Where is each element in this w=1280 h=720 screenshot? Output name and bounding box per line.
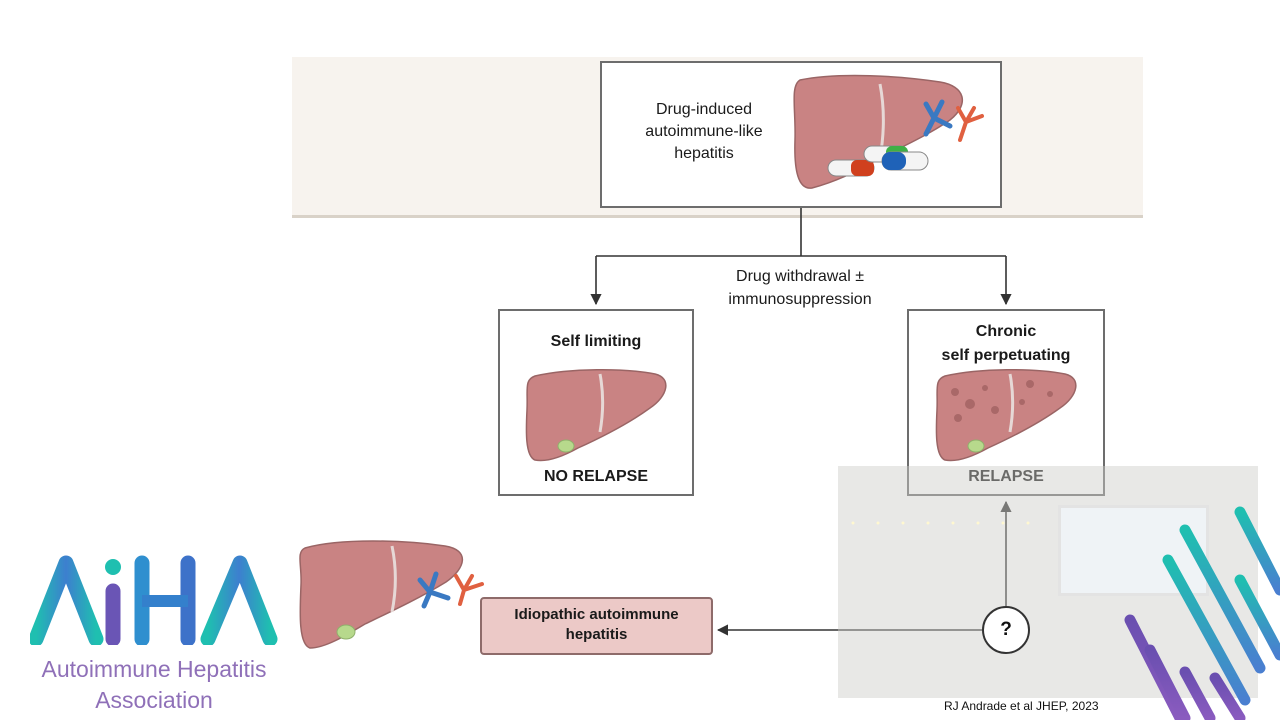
autoimmune-liver-icon <box>299 540 484 649</box>
citation: RJ Andrade et al JHEP, 2023 <box>944 699 1099 713</box>
idiopathic-aih-box: Idiopathic autoimmune hepatitis <box>480 597 713 655</box>
branch-label: Drug withdrawal ± immunosuppression <box>728 268 872 308</box>
relapse-label: RELAPSE <box>968 468 1044 485</box>
top-box-label: Drug-induced autoimmune-like hepatitis <box>645 101 763 162</box>
string-lights-decoration <box>851 521 1030 525</box>
idiopathic-aih-label: Idiopathic autoimmune hepatitis <box>514 606 679 643</box>
chronic-title: Chronic self perpetuating <box>941 323 1071 364</box>
aiha-logo-mark <box>30 555 278 645</box>
antibody-red-icon <box>956 106 984 142</box>
pill-icons <box>827 145 929 177</box>
antibody-blue-icon <box>923 99 953 137</box>
question-mark-circle: ? <box>982 606 1030 654</box>
damaged-liver-icon <box>935 369 1077 462</box>
aiha-logo-name: Autoimmune Hepatitis Association <box>41 656 267 713</box>
healthy-liver-icon <box>525 369 667 462</box>
self-limiting-title: Self limiting <box>550 333 642 350</box>
no-relapse-label: NO RELAPSE <box>543 468 648 485</box>
